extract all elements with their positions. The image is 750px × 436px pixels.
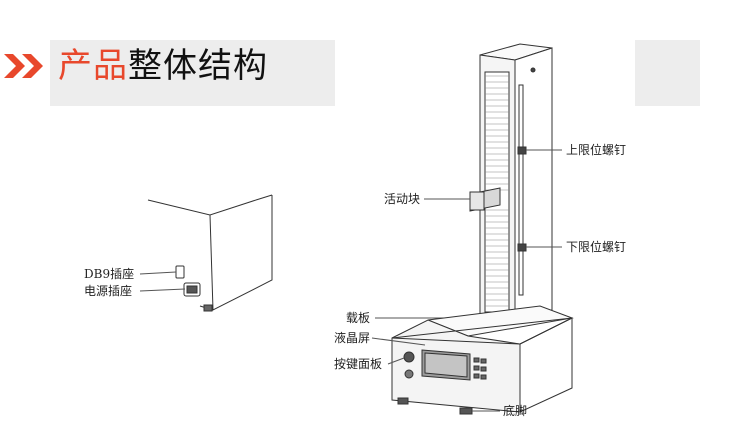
lcd-screen-label: 液晶屏 (334, 331, 371, 345)
double-chevron-icon (4, 54, 43, 78)
slider-block-label: 活动块 (384, 192, 421, 206)
upper-limit-screw-label: 上限位螺钉 (566, 143, 627, 157)
keypad-label: 按键面板 (334, 357, 383, 371)
db9-socket-label: DB9插座 (84, 267, 135, 281)
page-title-main: 整体结构 (128, 46, 268, 86)
page-title-accent: 产品 (58, 46, 128, 86)
lower-limit-screw-label: 下限位螺钉 (566, 240, 627, 254)
base-foot-label: 底脚 (503, 404, 528, 418)
carrier-plate-label: 载板 (346, 311, 371, 325)
page-title: 产品整体结构 (58, 46, 268, 86)
power-socket-label: 电源插座 (84, 284, 133, 298)
